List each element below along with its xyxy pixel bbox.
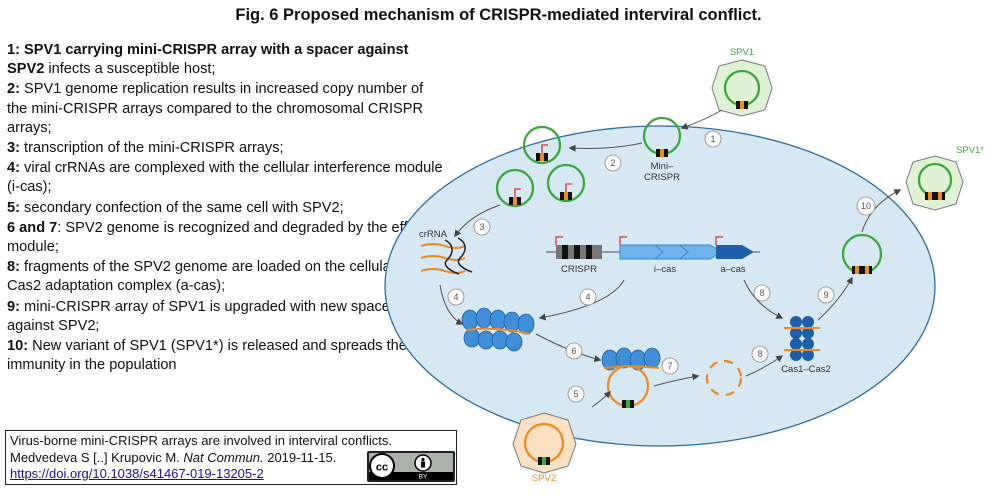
- citation-title: Virus-borne mini-CRISPR arrays are invol…: [10, 433, 392, 448]
- step-1: 1: SPV1 carrying mini-CRISPR array with …: [7, 42, 409, 78]
- spv1-star-virion: SPV1*: [905, 145, 984, 211]
- upgraded-spv1-genome: [841, 233, 883, 275]
- svg-text:SPV2: SPV2: [532, 473, 556, 484]
- effector-complex-on-spv2: [601, 347, 661, 408]
- svg-text:Mini–: Mini–: [651, 161, 674, 172]
- svg-text:a–cas: a–cas: [720, 264, 746, 275]
- spv1-genome-mini-crispr: Mini– CRISPR: [642, 116, 682, 183]
- svg-text:i–cas: i–cas: [654, 264, 676, 275]
- doi-link[interactable]: https://doi.org/10.1038/s41467-019-13205…: [10, 466, 264, 481]
- step-6-7: 6 and 7: SPV2 genome is recognized and d…: [7, 219, 440, 256]
- citation-box: Virus-borne mini-CRISPR arrays are invol…: [5, 430, 457, 485]
- svg-text:CRISPR: CRISPR: [561, 264, 597, 275]
- step-4: 4: viral crRNAs are complexed with the c…: [7, 160, 443, 196]
- degraded-spv2-genome: [705, 359, 743, 397]
- svg-text:BY: BY: [419, 474, 428, 481]
- spv1-virion: SPV1: [711, 47, 773, 117]
- step-8: 8: fragments of the SPV2 genome are load…: [7, 259, 439, 295]
- crrna-icas-complex: [461, 307, 535, 352]
- svg-text:1: 1: [710, 134, 715, 144]
- step-2: 2: SPV1 genome replication results in in…: [7, 81, 424, 136]
- host-cell: [384, 125, 936, 447]
- svg-text:8: 8: [759, 288, 764, 298]
- steps-list: 1: SPV1 carrying mini-CRISPR array with …: [7, 41, 447, 376]
- spv1-replicated-genomes: [495, 125, 586, 208]
- chromosomal-crispr-cas-locus: CRISPR i–cas a–cas: [546, 236, 760, 275]
- step-9: 9: mini-CRISPR array of SPV1 is upgraded…: [7, 298, 403, 334]
- step-10: 10: New variant of SPV1 (SPV1*) is relea…: [7, 338, 407, 374]
- svg-text:SPV1: SPV1: [730, 47, 754, 58]
- svg-text:Cas1–Cas2: Cas1–Cas2: [781, 364, 831, 375]
- svg-text:3: 3: [479, 222, 484, 232]
- svg-text:4: 4: [585, 292, 590, 302]
- step-number-markers: 1 2 3 4 4 5 6 7 8 8 9 10: [447, 130, 876, 403]
- crrna-transcripts: crRNA: [419, 229, 473, 275]
- step-5: 5: secondary confection of the same cell…: [7, 199, 344, 216]
- citation-authors: Medvedeva S [..] Krupovic M. Nat Commun.…: [10, 449, 337, 465]
- cc-by-license-badge: cc BY: [367, 451, 455, 482]
- cc-icon: [369, 453, 395, 479]
- svg-text:10: 10: [861, 201, 871, 211]
- svg-text:2: 2: [610, 158, 615, 168]
- svg-text:CRISPR: CRISPR: [644, 172, 680, 183]
- svg-text:cc: cc: [376, 462, 388, 474]
- svg-text:9: 9: [823, 290, 828, 300]
- svg-text:SPV1*: SPV1*: [956, 145, 984, 156]
- cas1-cas2-complex: Cas1–Cas2: [781, 316, 831, 375]
- step-3: 3: transcription of the mini-CRISPR arra…: [7, 140, 284, 157]
- svg-text:7: 7: [667, 361, 672, 371]
- svg-text:6: 6: [571, 346, 576, 356]
- figure-title: Fig. 6 Proposed mechanism of CRISPR-medi…: [235, 6, 762, 24]
- svg-text:5: 5: [573, 389, 578, 399]
- svg-text:crRNA: crRNA: [419, 229, 448, 240]
- svg-text:8: 8: [757, 349, 762, 359]
- svg-text:4: 4: [453, 292, 458, 302]
- spv2-virion: SPV2: [512, 412, 577, 484]
